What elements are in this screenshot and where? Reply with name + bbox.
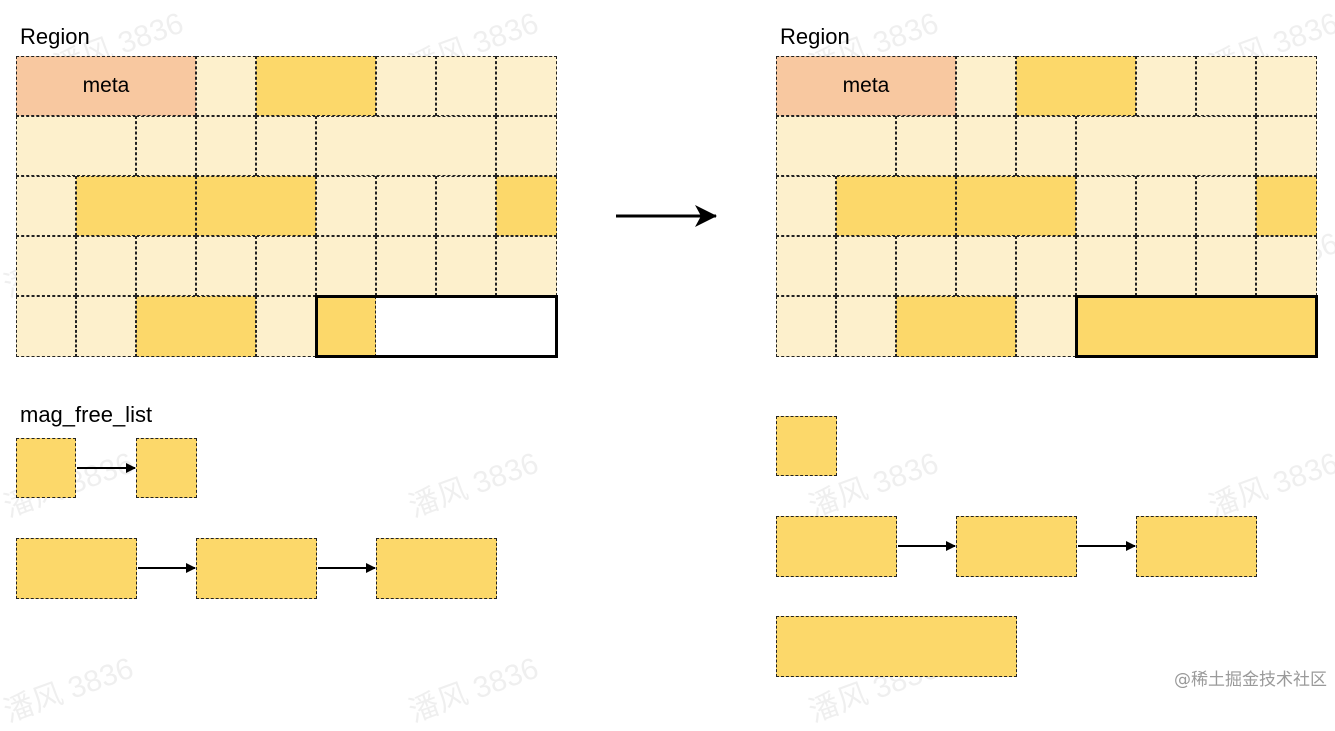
left-block <box>16 296 76 357</box>
right-free-list-node <box>776 416 837 476</box>
left-free-list-node <box>196 538 317 599</box>
right-block <box>956 116 1016 176</box>
right-block <box>1256 116 1317 176</box>
left-block <box>196 56 256 116</box>
right-block <box>1076 116 1256 176</box>
right-block <box>1196 176 1256 236</box>
right-meta-label: meta <box>842 74 890 97</box>
right-used-block <box>1256 176 1317 236</box>
left-block <box>496 116 557 176</box>
left-block <box>496 56 557 116</box>
left-used-block <box>196 176 316 236</box>
left-free-list-node <box>376 538 497 599</box>
right-merged-block <box>1076 296 1317 357</box>
left-block <box>376 56 436 116</box>
left-block <box>436 56 496 116</box>
left-block <box>376 176 436 236</box>
right-highlight-outline <box>1075 295 1318 358</box>
right-block <box>1256 56 1317 116</box>
left-block <box>196 236 256 296</box>
left-used-block <box>496 176 557 236</box>
right-used-block <box>1016 56 1136 116</box>
right-used-block <box>896 296 1016 357</box>
right-free-list-node <box>1136 516 1257 577</box>
left-block <box>16 176 76 236</box>
left-block <box>316 236 376 296</box>
left-meta-block: meta <box>16 56 196 116</box>
right-block <box>836 236 896 296</box>
right-block <box>1016 116 1076 176</box>
left-block <box>76 296 136 357</box>
left-free-block <box>376 296 557 357</box>
right-block <box>1016 296 1076 357</box>
right-block <box>1016 236 1076 296</box>
left-highlight-outline <box>315 295 558 358</box>
right-used-block <box>836 176 956 236</box>
arrows-layer <box>77 205 1136 573</box>
credit-text: @稀土掘金技术社区 <box>1174 670 1327 690</box>
left-block <box>76 236 136 296</box>
left-block <box>316 116 496 176</box>
right-block <box>776 236 836 296</box>
right-block <box>1136 236 1196 296</box>
left-block <box>496 236 557 296</box>
left-region-title: Region <box>20 24 90 49</box>
right-block <box>956 56 1016 116</box>
right-free-list-node <box>776 616 1017 677</box>
right-block <box>776 296 836 357</box>
right-block <box>896 236 956 296</box>
right-block <box>1256 236 1317 296</box>
left-block <box>316 176 376 236</box>
left-block <box>196 116 256 176</box>
left-used-block <box>76 176 196 236</box>
right-block <box>1136 176 1196 236</box>
left-block <box>376 236 436 296</box>
right-meta-block: meta <box>776 56 956 116</box>
right-block <box>836 296 896 357</box>
left-block <box>136 236 196 296</box>
left-free-list-node <box>16 538 137 599</box>
right-block <box>956 236 1016 296</box>
left-meta-label: meta <box>82 74 130 97</box>
right-block <box>776 116 896 176</box>
left-block <box>16 116 136 176</box>
left-block <box>136 116 196 176</box>
right-block <box>776 176 836 236</box>
left-free-list-node <box>16 438 76 498</box>
right-free-list-node <box>776 516 897 577</box>
left-used-block <box>256 56 376 116</box>
left-block <box>16 236 76 296</box>
right-block <box>1076 236 1136 296</box>
left-free-list-title: mag_free_list <box>20 402 153 427</box>
left-used-block <box>136 296 256 357</box>
left-block <box>256 116 316 176</box>
right-region-title: Region <box>780 24 850 49</box>
left-free-list-node <box>136 438 197 498</box>
left-block <box>436 176 496 236</box>
right-block <box>1076 176 1136 236</box>
right-free-list-node <box>956 516 1077 577</box>
right-block <box>1196 236 1256 296</box>
right-block <box>896 116 956 176</box>
right-block <box>1196 56 1256 116</box>
left-block <box>256 236 316 296</box>
right-used-block <box>956 176 1076 236</box>
right-block <box>1136 56 1196 116</box>
